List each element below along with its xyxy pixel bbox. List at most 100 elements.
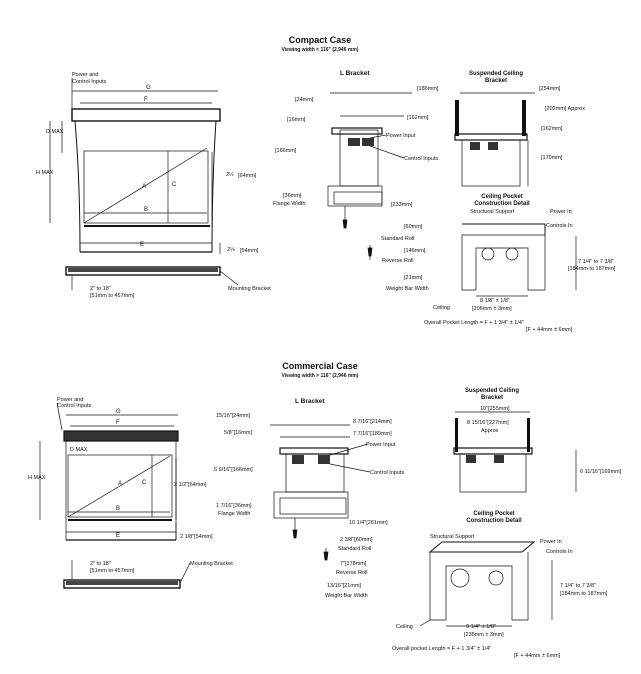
commercial-d-214: 8 7/16"[214mm] [353,419,392,425]
compact-dim-b: B [144,207,148,213]
compact-dim-e: E [140,242,144,248]
compact-screen [83,150,209,224]
compact-pocket-width: 8 1/8" ± 1/8" [480,298,510,304]
compact-suspended-bracket: Suspended Ceiling Bracket [254mm] [202mm… [454,71,585,187]
commercial-overall: Overall pocket Length = F + 1 3/4" ± 1/4… [392,646,491,652]
compact-susp-title-2: Bracket [485,78,507,84]
commercial-mounting-bracket: 2" to 18" [51mm to 457mm] Mounting Brack… [63,560,233,589]
commercial-standard-roll: Standard Roll [338,546,371,552]
compact-mounting-label: Mounting Bracket [228,286,271,292]
commercial-structural-support: Structural Support [430,534,475,540]
compact-d-166: [166mm] [275,148,297,154]
compact-susp-170: [170mm] [541,155,563,161]
compact-weight-bar: Weight Bar Width [386,286,429,292]
compact-d-60: [60mm] [404,224,423,230]
commercial-susp-169: 6 11/16"[169mm] [580,469,622,475]
compact-dim-64: [64mm] [238,173,257,179]
compact-overall: Overall Pocket Length = F + 1 3/4" ± 1/4… [424,320,524,326]
compact-d-146: [146mm] [404,248,426,254]
compact-subtitle: Viewing width < 116" (2,946 mm) [282,47,359,53]
commercial-dim-c: C [142,480,147,486]
commercial-reverse-roll: Reverse Roll [336,570,367,576]
commercial-ceiling-pocket: Ceiling Pocket Construction Detail Struc… [392,511,608,659]
compact-susp-254: [254mm] [539,86,561,92]
compact-susp-case [461,139,521,187]
commercial-d-36: 1 7/16"[36mm] [216,503,252,509]
commercial-mounting-label: Mounting Bracket [190,561,233,567]
compact-h-max: H MAX [36,170,54,176]
commercial-screen [67,454,173,518]
commercial-dim-g: G [116,409,121,415]
commercial-title: Commercial Case [282,361,358,371]
commercial-power-input: Power Input [366,442,396,448]
compact-pocket-title-2: Construction Detail [474,201,530,207]
commercial-flange-width: Flange Width [218,511,250,517]
compact-dim-2eighth: 2⅛ [227,247,235,253]
commercial-weight-bar: Weight Bar Width [325,593,368,599]
commercial-dim-b: B [116,506,120,512]
compact-dim-f: F [144,97,148,103]
commercial-pocket-width-mm: [235mm ± 3mm] [464,632,504,638]
compact-title: Compact Case [289,35,352,45]
commercial-suspended-bracket: Suspended Ceiling Bracket 10"[255mm] 8 1… [453,388,622,493]
compact-d-16: [16mm] [287,117,306,123]
commercial-d-178: 7"[178mm] [340,561,367,567]
commercial-range-mm: [51mm to 457mm] [90,568,135,574]
commercial-power-label-2: Control Inputs [57,403,91,409]
commercial-overall-mm: [F + 44mm ± 6mm] [514,653,561,659]
commercial-front-view: Power and Control Inputs G F D MAX H MAX… [28,397,213,541]
commercial-dim-64: 2 1/2"[64mm] [174,482,207,488]
commercial-susp-title-2: Bracket [481,395,503,401]
commercial-power-in: Power In [540,539,562,545]
commercial-controls-in: Controls In [546,549,573,555]
compact-d-max: D MAX [46,129,64,135]
commercial-l-title: L Bracket [295,398,325,405]
compact-dim-54: [54mm] [240,248,259,254]
commercial-dim-a: A [118,481,122,487]
compact-front-view: Power and Control Inputs G F D MAX H MAX… [36,72,259,254]
commercial-control-inputs: Control Inputs [370,470,404,476]
compact-control-inputs: Control Inputs [404,156,438,162]
commercial-range: 2" to 18" [90,561,111,567]
commercial-section: Commercial Case Viewing width > 116" (2,… [28,361,622,659]
compact-dim-a: A [142,184,146,190]
compact-l-title: L Bracket [340,70,370,77]
compact-d-162: [162mm] [407,115,429,121]
compact-dim-2half: 2½ [226,171,234,178]
commercial-case-top [63,430,179,442]
compact-flange-width: Flange Width [273,201,305,207]
compact-power-label-2: Control Inputs [72,79,106,85]
commercial-subtitle: Viewing width > 116" (2,946 mm) [282,373,359,379]
commercial-susp-title-1: Suspended Ceiling [465,388,519,394]
compact-ceiling-pocket: Ceiling Pocket Construction Detail Struc… [424,194,616,333]
compact-pocket-range: 7 1/4" to 7 3/8" [578,259,614,265]
commercial-l-bracket: L Bracket 15/16"[24mm] 5/8"[16mm] 6 9/16… [214,398,404,599]
commercial-d-60: 2 3/8"[60mm] [340,537,373,543]
compact-case-top [71,108,221,122]
commercial-pocket-width: 9 1/4" ± 1/8" [466,624,496,630]
compact-standard-roll: Standard Roll [381,236,414,242]
compact-controls-in: Controls In [546,223,573,229]
commercial-ceiling: Ceiling [396,624,413,630]
compact-structural-support: Structural Support [470,209,515,215]
compact-d-21: [21mm] [404,275,423,281]
commercial-dim-e: E [116,533,120,539]
compact-power-in: Power In [550,209,572,215]
commercial-d-21: 13/16"[21mm] [327,583,362,589]
compact-pocket-range-mm: [184mm to 187mm] [568,266,616,272]
compact-dim-g: G [146,85,151,91]
commercial-power-label-1: Power and [57,397,83,403]
commercial-d-max: D MAX [70,447,88,453]
commercial-pocket-range-mm: [184mm to 187mm] [560,591,608,597]
compact-d-36: [36mm] [283,193,302,199]
commercial-d-24: 15/16"[24mm] [216,413,251,419]
compact-section: Compact Case Viewing width < 116" (2,946… [36,35,616,333]
compact-dim-c: C [172,182,177,188]
commercial-d-189: 7 7/16"[189mm] [353,431,392,437]
compact-pocket-width-mm: [206mm ± 3mm] [472,306,512,312]
commercial-susp-255: 10"[255mm] [480,406,510,412]
compact-susp-title-1: Suspended Ceiling [469,71,523,77]
commercial-d-166: 6 9/16"[166mm] [214,467,253,473]
compact-range-mm: [51mm to 457mm] [90,293,135,299]
